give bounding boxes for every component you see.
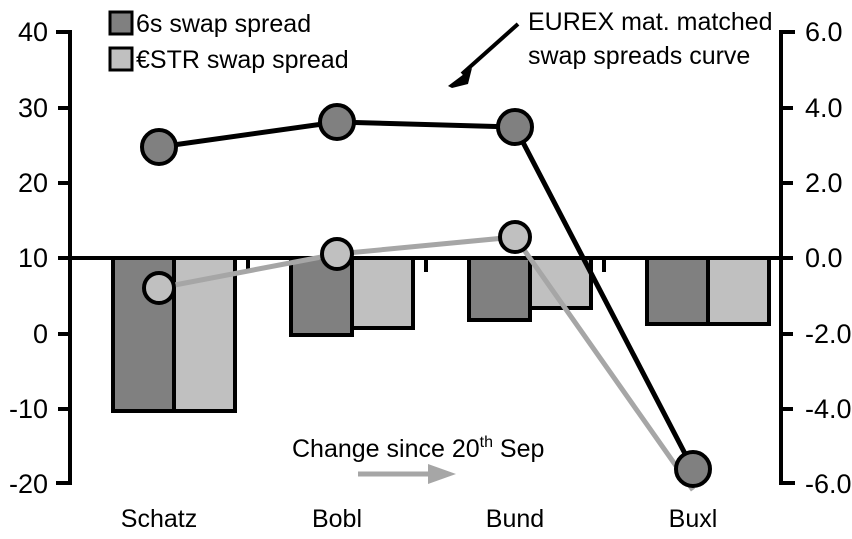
- estr-marker-schatz[interactable]: [142, 271, 176, 305]
- eurex-marker-buxl[interactable]: [674, 450, 712, 488]
- legend: 6s swap spread €STR swap spread: [108, 10, 349, 74]
- right-tick-label-2: 2.0: [805, 168, 843, 198]
- right-tick-label-minus6: -6.0: [805, 469, 852, 499]
- change-since-sup: th: [480, 434, 493, 451]
- right-tick-label-6: 6.0: [805, 17, 843, 47]
- left-tick-label-minus10: -10: [9, 394, 48, 424]
- eurex-curve-series: [140, 103, 712, 488]
- left-tick-label-20: 20: [18, 168, 48, 198]
- legend-item-estr[interactable]: €STR swap spread: [108, 46, 349, 74]
- right-tick-label-minus4: -4.0: [805, 394, 852, 424]
- eurex-marker-bobl[interactable]: [318, 103, 356, 141]
- right-tick-label-minus2: -2.0: [805, 319, 852, 349]
- change-since-text: Change since 20th Sep: [292, 434, 544, 463]
- left-tick-label-0: 0: [33, 319, 48, 349]
- category-label-bund: Bund: [486, 505, 544, 533]
- bar-estr-buxl[interactable]: [706, 256, 771, 326]
- bar-group-bund: [467, 256, 593, 322]
- estr-curve-series: [142, 220, 696, 492]
- change-since-post: Sep: [493, 435, 544, 463]
- eurex-annotation: EUREX mat. matched swap spreads curve: [448, 8, 773, 88]
- category-label-bobl: Bobl: [312, 505, 362, 533]
- bar-group-bobl: [289, 256, 415, 337]
- eurex-annotation-line2: swap spreads curve: [528, 42, 750, 70]
- estr-marker-bobl[interactable]: [320, 237, 354, 271]
- change-since-pre: Change since 20: [292, 435, 480, 463]
- estr-curve-line[interactable]: [158, 234, 696, 492]
- estr-marker-bund[interactable]: [498, 220, 532, 254]
- change-since-annotation: Change since 20th Sep: [292, 434, 544, 484]
- eurex-marker-schatz[interactable]: [140, 128, 178, 166]
- bar-6s-buxl[interactable]: [645, 256, 710, 326]
- legend-label-6s: 6s swap spread: [136, 10, 311, 38]
- eurex-annotation-arrow-head-icon: [448, 68, 472, 88]
- left-tick-label-40: 40: [18, 17, 48, 47]
- bar-group-buxl: [645, 256, 771, 326]
- eurex-annotation-line1: EUREX mat. matched: [528, 8, 773, 36]
- category-labels: Schatz Bobl Bund Buxl: [121, 505, 718, 533]
- right-tick-label-0: 0.0: [805, 243, 843, 273]
- bar-estr-bobl[interactable]: [350, 256, 415, 330]
- category-label-buxl: Buxl: [669, 505, 718, 533]
- left-tick-label-10: 10: [18, 243, 48, 273]
- left-tick-label-30: 30: [18, 93, 48, 123]
- category-label-schatz: Schatz: [121, 505, 197, 533]
- legend-swatch-6s: [108, 10, 134, 36]
- left-tick-label-minus20: -20: [9, 469, 48, 499]
- bar-6s-bund[interactable]: [467, 256, 532, 322]
- eurex-annotation-arrow-shaft: [460, 22, 520, 76]
- eurex-marker-bund[interactable]: [496, 108, 534, 146]
- left-axis: 40 30 20 10 0 -10 -20: [9, 17, 72, 499]
- right-tick-label-4: 4.0: [805, 93, 843, 123]
- legend-swatch-estr: [108, 46, 134, 72]
- change-since-arrow-head-icon: [428, 464, 456, 484]
- legend-item-6s[interactable]: 6s swap spread: [108, 10, 311, 38]
- eurex-curve-line[interactable]: [158, 119, 696, 471]
- legend-label-estr: €STR swap spread: [136, 46, 349, 74]
